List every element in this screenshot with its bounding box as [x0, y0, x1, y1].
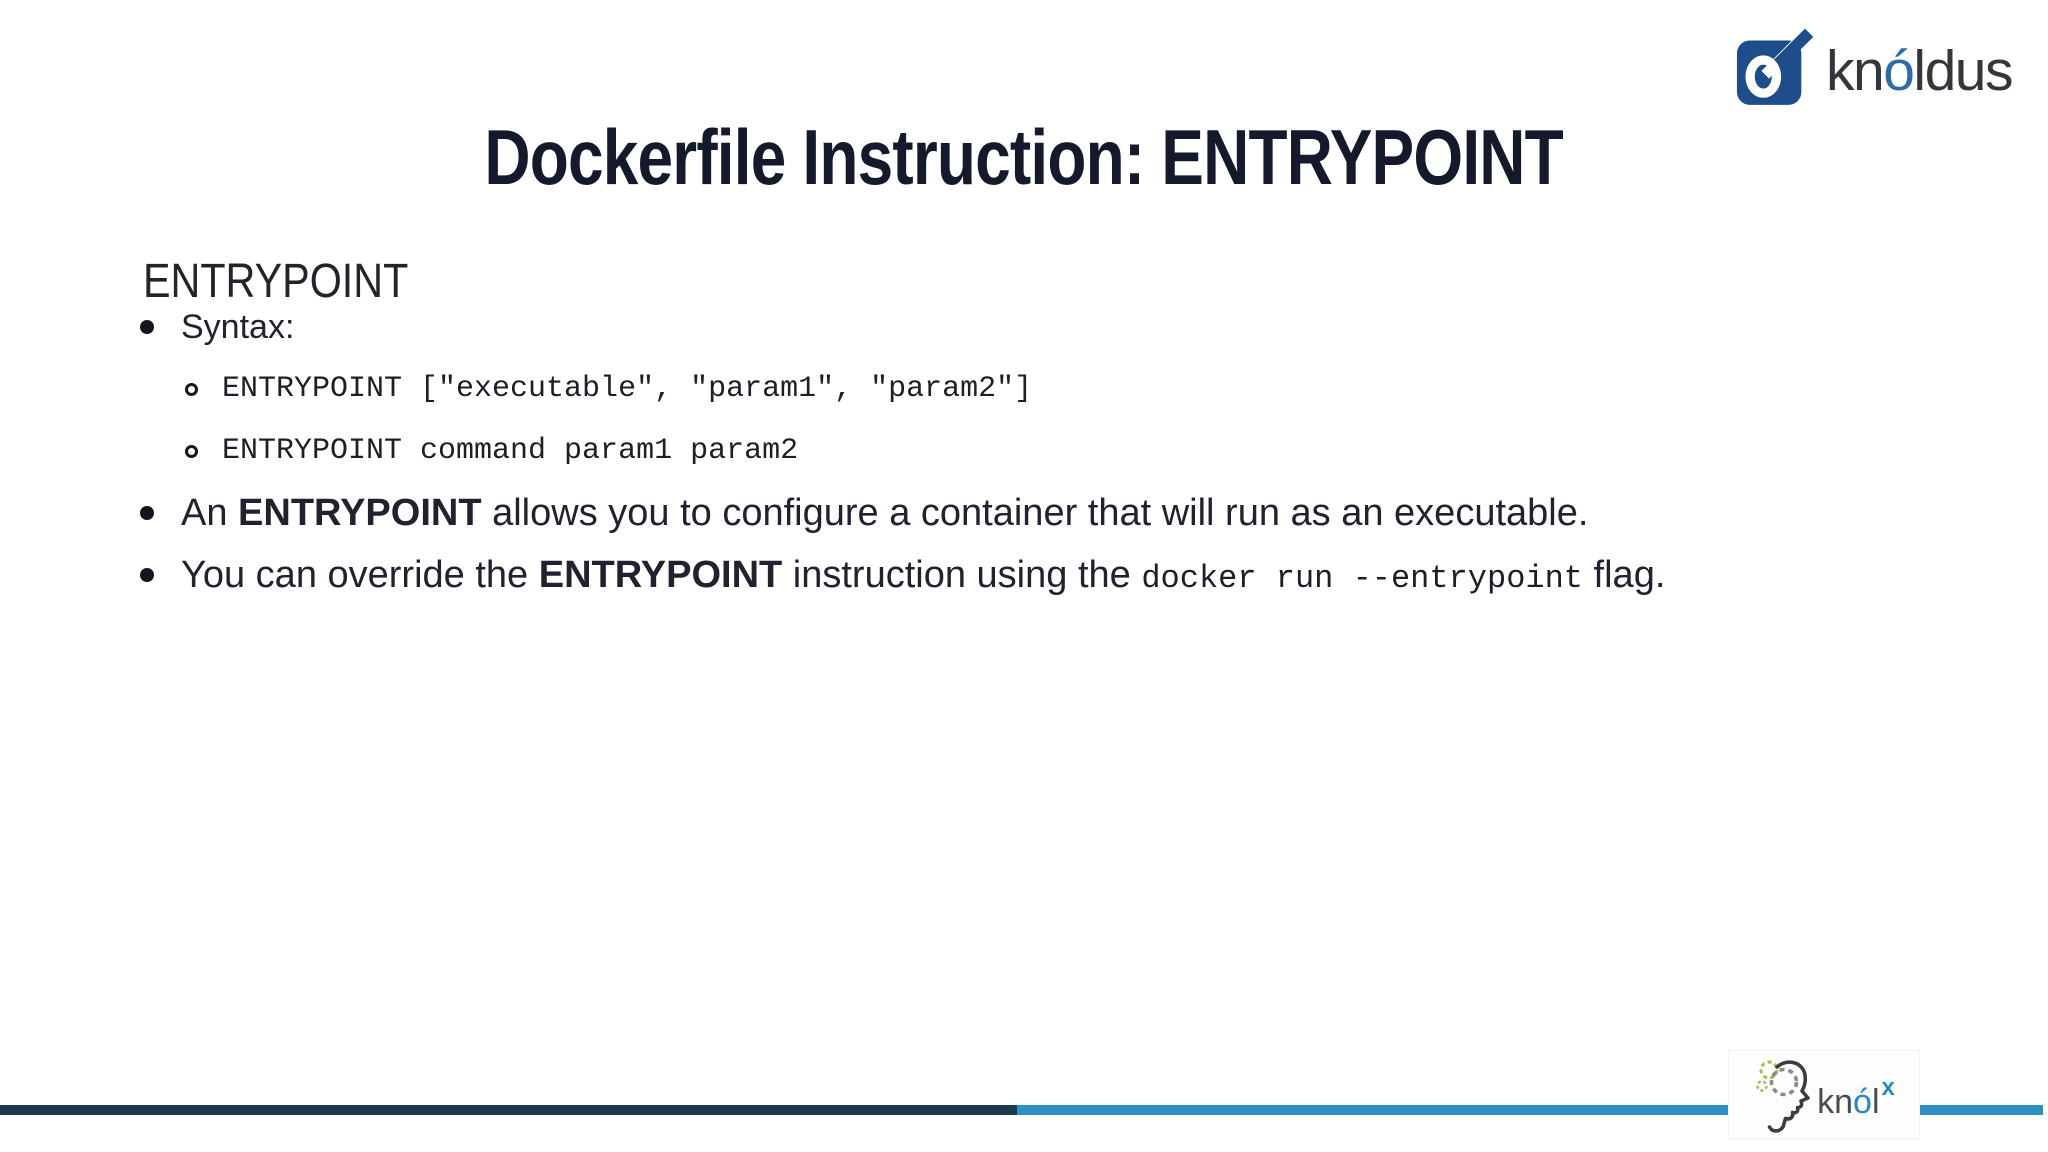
bullet-list: Syntax: ENTRYPOINT ["executable", "param… — [140, 296, 1880, 606]
footer-divider-bar — [0, 1105, 2043, 1115]
bullet-text: You can override the ENTRYPOINT instruct… — [181, 553, 1666, 597]
bullet-item-description: An ENTRYPOINT allows you to configure a … — [140, 482, 1880, 544]
wordmark-o: ó — [1883, 39, 1915, 103]
bullet-item-override: You can override the ENTRYPOINT instruct… — [140, 544, 1880, 606]
code-line-shell-form: ENTRYPOINT command param1 param2 — [185, 420, 1880, 482]
filled-bullet-icon — [140, 320, 154, 334]
section-heading: ENTRYPOINT — [143, 254, 409, 308]
filled-bullet-icon — [140, 568, 154, 582]
wordmark-kn: kn — [1826, 39, 1885, 103]
knolx-head-gears-icon — [1756, 1060, 1810, 1133]
knolx-x-superscript: x — [1881, 1074, 1895, 1101]
knolx-o: ó — [1853, 1083, 1872, 1121]
wordmark-ldus: ldus — [1913, 39, 2013, 103]
open-bullet-icon — [185, 382, 198, 396]
knolx-l: l — [1871, 1083, 1880, 1121]
code-line-exec-form: ENTRYPOINT ["executable", "param1", "par… — [185, 358, 1880, 420]
footer-bar-light-segment — [1017, 1105, 2043, 1115]
bullet-text: Syntax: — [181, 307, 295, 346]
knolx-kn: kn — [1817, 1083, 1854, 1121]
filled-bullet-icon — [140, 506, 154, 520]
bullet-text: An ENTRYPOINT allows you to configure a … — [181, 491, 1589, 534]
bullet-item-syntax: Syntax: — [140, 296, 1880, 358]
knoldus-o-icon — [1736, 28, 1814, 105]
slide-title: Dockerfile Instruction: ENTRYPOINT — [484, 113, 1564, 202]
knoldus-wordmark: knóldus — [1826, 43, 2013, 106]
open-bullet-icon — [185, 444, 198, 458]
footer-bar-dark-segment — [0, 1105, 1017, 1115]
knoldus-logo: knóldus — [1736, 16, 2013, 106]
code-text: ENTRYPOINT command param1 param2 — [222, 434, 799, 468]
title-bar: Dockerfile Instruction: ENTRYPOINT — [0, 58, 2048, 257]
code-text: ENTRYPOINT ["executable", "param1", "par… — [222, 372, 1033, 406]
